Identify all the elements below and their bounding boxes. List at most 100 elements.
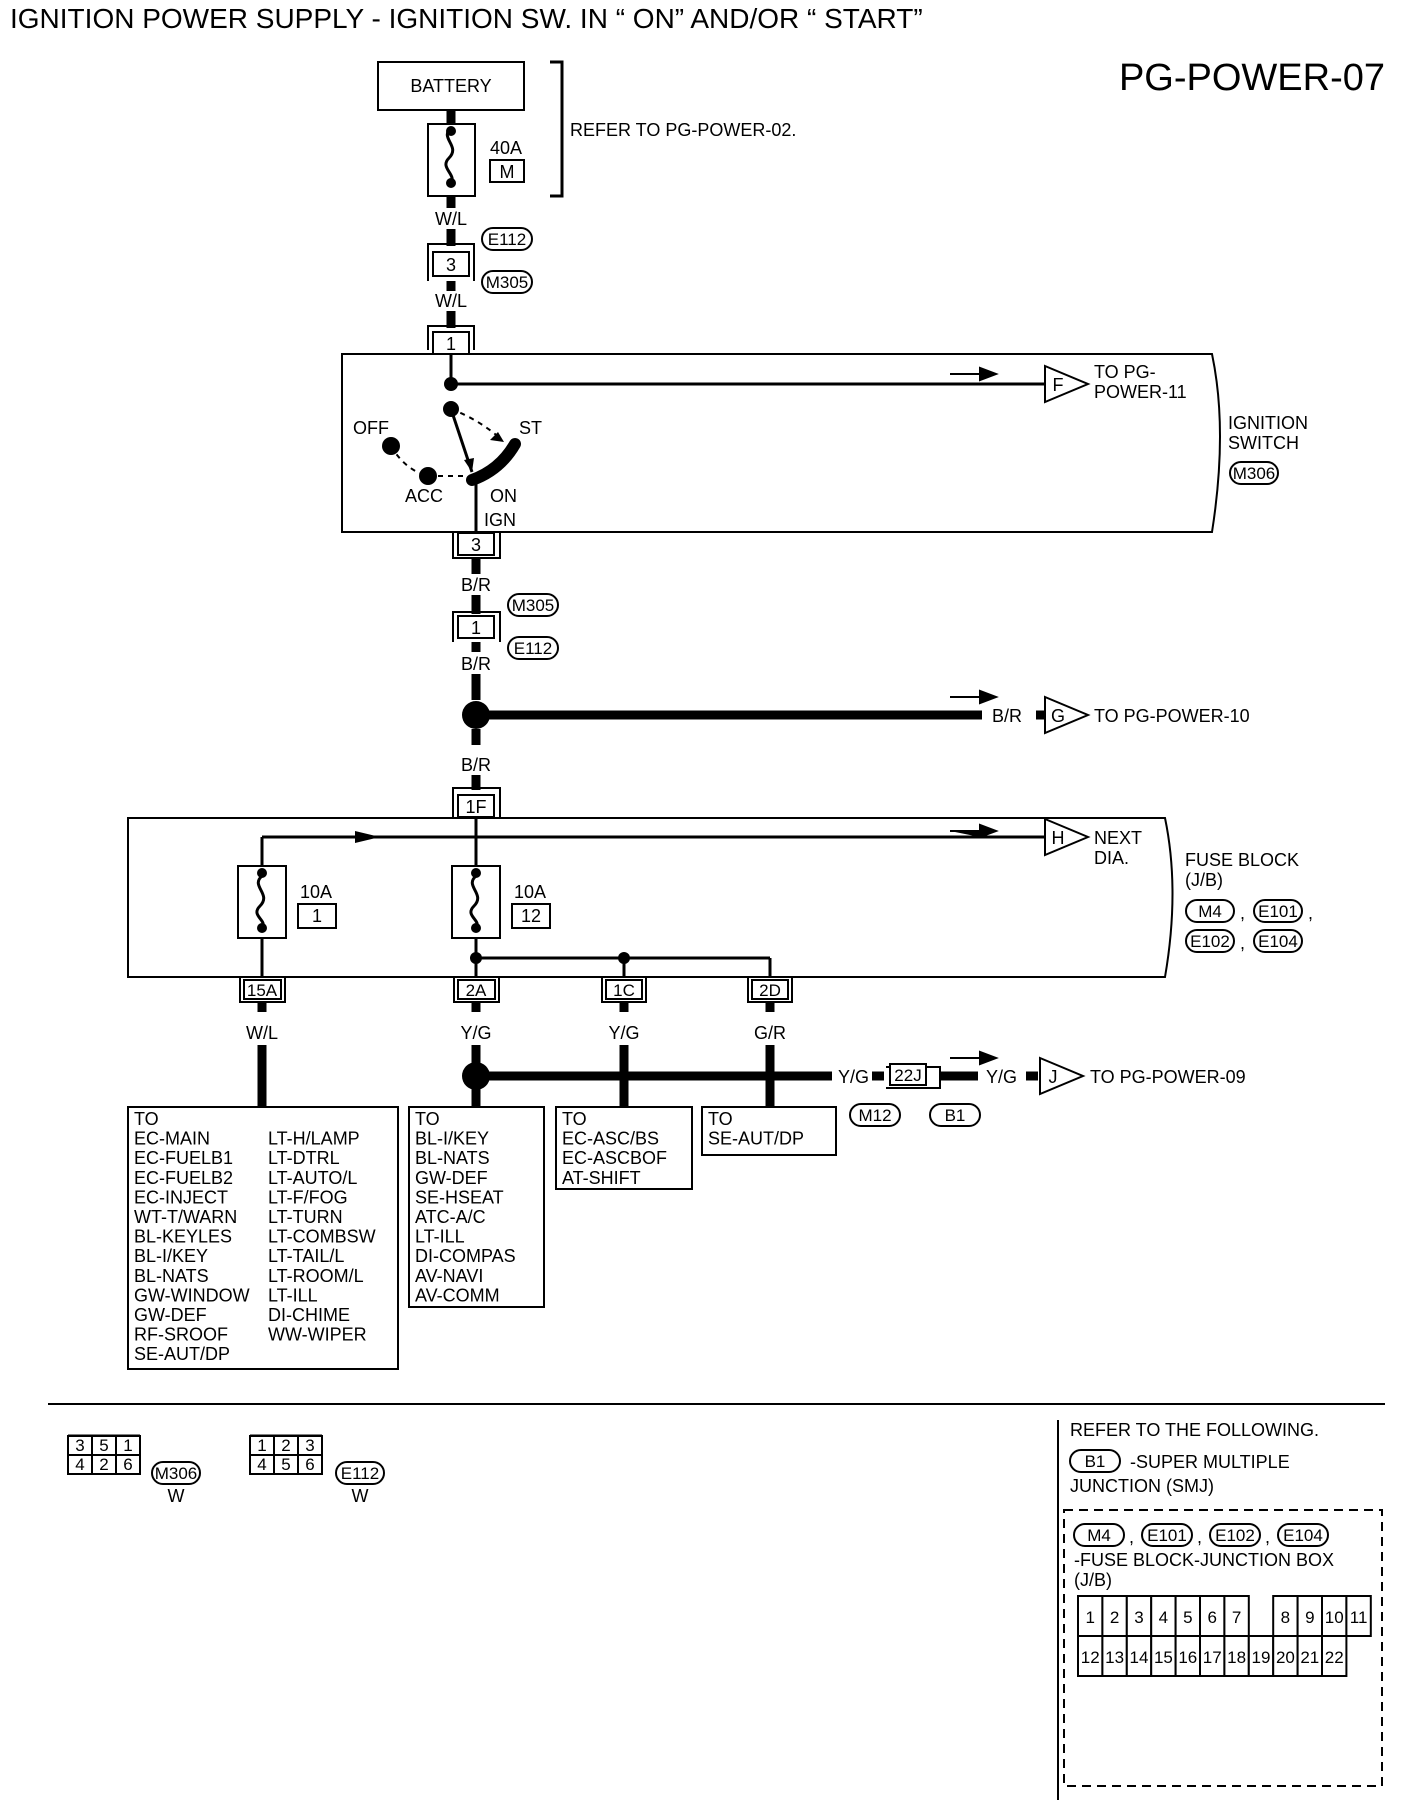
connector-pin-label: 5 bbox=[281, 1455, 290, 1474]
jb-pin-label: 2 bbox=[1110, 1608, 1119, 1627]
offpage-j-flag bbox=[1039, 1056, 1086, 1096]
jb-pin-label: 22 bbox=[1325, 1648, 1344, 1667]
tag-separator: , bbox=[1265, 1527, 1270, 1547]
destination-list-b: TOBL-I/KEYBL-NATSGW-DEFSE-HSEATATC-A/CLT… bbox=[415, 1109, 516, 1305]
connector-pin: 3 bbox=[471, 535, 481, 555]
jb-pin-label: 6 bbox=[1207, 1608, 1216, 1627]
connector-tag-label: M4 bbox=[1198, 902, 1222, 921]
fuse-node bbox=[446, 126, 456, 136]
destination-item: BL-NATS bbox=[415, 1148, 490, 1168]
fuse-node bbox=[446, 178, 456, 188]
destination-item: LT-DTRL bbox=[268, 1148, 340, 1168]
refer-jb-text: (J/B) bbox=[1074, 1570, 1112, 1590]
jb-pin-cell bbox=[1345, 1595, 1372, 1637]
destination-item: GW-WINDOW bbox=[134, 1285, 250, 1305]
destination-item: TO bbox=[708, 1109, 733, 1129]
jb-pin-label: 3 bbox=[1134, 1608, 1143, 1627]
connector-tag-label: M305 bbox=[512, 596, 555, 615]
destination-item: GW-DEF bbox=[415, 1168, 488, 1188]
destination-item: WT-T/WARN bbox=[134, 1207, 237, 1227]
connector-pin: 2D bbox=[759, 981, 781, 1000]
connector-pin-label: 5 bbox=[99, 1436, 108, 1455]
connector-tag bbox=[1209, 1523, 1261, 1547]
fuse-node bbox=[471, 868, 481, 878]
jb-pin-label: 21 bbox=[1300, 1648, 1319, 1667]
fuse-block-label: (J/B) bbox=[1185, 870, 1223, 890]
fuse-block-box bbox=[127, 817, 1174, 978]
connector-pin: 3 bbox=[446, 255, 456, 275]
destination-item: LT-AUTO/L bbox=[268, 1168, 357, 1188]
destination-item: LT-ROOM/L bbox=[268, 1266, 364, 1286]
wire-label: Y/G bbox=[608, 1023, 639, 1043]
connector-tag bbox=[1229, 461, 1279, 485]
fuse-node bbox=[471, 923, 481, 933]
destination-item: TO bbox=[415, 1109, 440, 1129]
destination-item: AV-NAVI bbox=[415, 1266, 483, 1286]
jb-pin-cell bbox=[1296, 1635, 1323, 1677]
direction-arrow bbox=[950, 823, 999, 838]
battery-box bbox=[377, 61, 525, 111]
destination-item: ATC-A/C bbox=[415, 1207, 486, 1227]
connector-pin-label: 2 bbox=[281, 1436, 290, 1455]
connector-tag bbox=[1185, 929, 1235, 953]
destination-item: SE-AUT/DP bbox=[708, 1129, 804, 1149]
tag-separator: , bbox=[1129, 1527, 1134, 1547]
page-code: PG-POWER-07 bbox=[1119, 57, 1385, 99]
connector-tag bbox=[151, 1461, 201, 1485]
offpage-letter: G bbox=[1051, 706, 1065, 726]
connector-pin-label: 3 bbox=[75, 1436, 84, 1455]
tag-separator: , bbox=[1240, 903, 1245, 923]
connector-tag bbox=[1185, 899, 1235, 923]
destination-item: BL-I/KEY bbox=[415, 1129, 489, 1149]
switch-pos-off: OFF bbox=[353, 418, 389, 438]
ignition-switch-box bbox=[341, 353, 1221, 533]
destination-item: GW-DEF bbox=[134, 1305, 207, 1325]
destination-item: TO bbox=[134, 1109, 159, 1129]
fuse-id-box bbox=[511, 903, 551, 929]
connector-tag-label: B1 bbox=[1085, 1452, 1106, 1471]
wire-label: Y/G bbox=[838, 1067, 869, 1087]
jb-pin-label: 10 bbox=[1325, 1608, 1344, 1627]
connector-pin: 2A bbox=[466, 981, 487, 1000]
destination-list-a bbox=[127, 1106, 399, 1370]
destination-list-a-col1: TOEC-MAINEC-FUELB1EC-FUELB2EC-INJECTWT-T… bbox=[134, 1109, 250, 1364]
destination-item: LT-COMBSW bbox=[268, 1227, 376, 1247]
diagram-title: IGNITION POWER SUPPLY - IGNITION SW. IN … bbox=[10, 3, 923, 34]
connector-tag bbox=[1141, 1523, 1193, 1547]
offpage-f-flag bbox=[1044, 364, 1091, 404]
wire-label: W/L bbox=[246, 1023, 278, 1043]
switch-ign: IGN bbox=[484, 510, 516, 530]
refer-smj-text: JUNCTION (SMJ) bbox=[1070, 1476, 1214, 1496]
connector-pin: 15A bbox=[247, 981, 278, 1000]
jb-pin-cell bbox=[1077, 1595, 1104, 1637]
jb-pin-cell bbox=[1150, 1635, 1177, 1677]
wire-label: B/R bbox=[461, 654, 491, 674]
battery-label: BATTERY bbox=[410, 76, 491, 96]
direction-arrow bbox=[950, 366, 999, 382]
connector-tag-label: E101 bbox=[1147, 1526, 1187, 1545]
jb-pin-cell bbox=[1199, 1635, 1226, 1677]
connector-tag bbox=[481, 270, 533, 294]
connector-tag-label: E112 bbox=[514, 639, 552, 658]
connector-tag bbox=[1253, 929, 1303, 953]
jb-pin-cell bbox=[1150, 1595, 1177, 1637]
connector-tag-label: M305 bbox=[486, 273, 529, 292]
connector-tag-label: B1 bbox=[945, 1106, 966, 1125]
destination-item: EC-ASC/BS bbox=[562, 1129, 659, 1149]
wire-label: B/R bbox=[461, 575, 491, 595]
jb-pin-label: 12 bbox=[1081, 1648, 1100, 1667]
connector-tag-label: M306 bbox=[1233, 464, 1276, 483]
offpage-f-text: TO PG- bbox=[1094, 362, 1156, 382]
wire-label: G/R bbox=[754, 1023, 786, 1043]
connector-tag-label: E101 bbox=[1258, 902, 1298, 921]
fuse-node bbox=[257, 868, 267, 878]
fuse-id-box bbox=[297, 903, 337, 929]
connector-c8 bbox=[605, 979, 643, 1000]
connector-pin: 1F bbox=[465, 797, 486, 817]
destination-item: SE-AUT/DP bbox=[134, 1344, 230, 1364]
destination-list-c bbox=[555, 1106, 693, 1190]
fuse-id: 1 bbox=[312, 906, 322, 926]
destination-item: LT-ILL bbox=[415, 1227, 465, 1247]
